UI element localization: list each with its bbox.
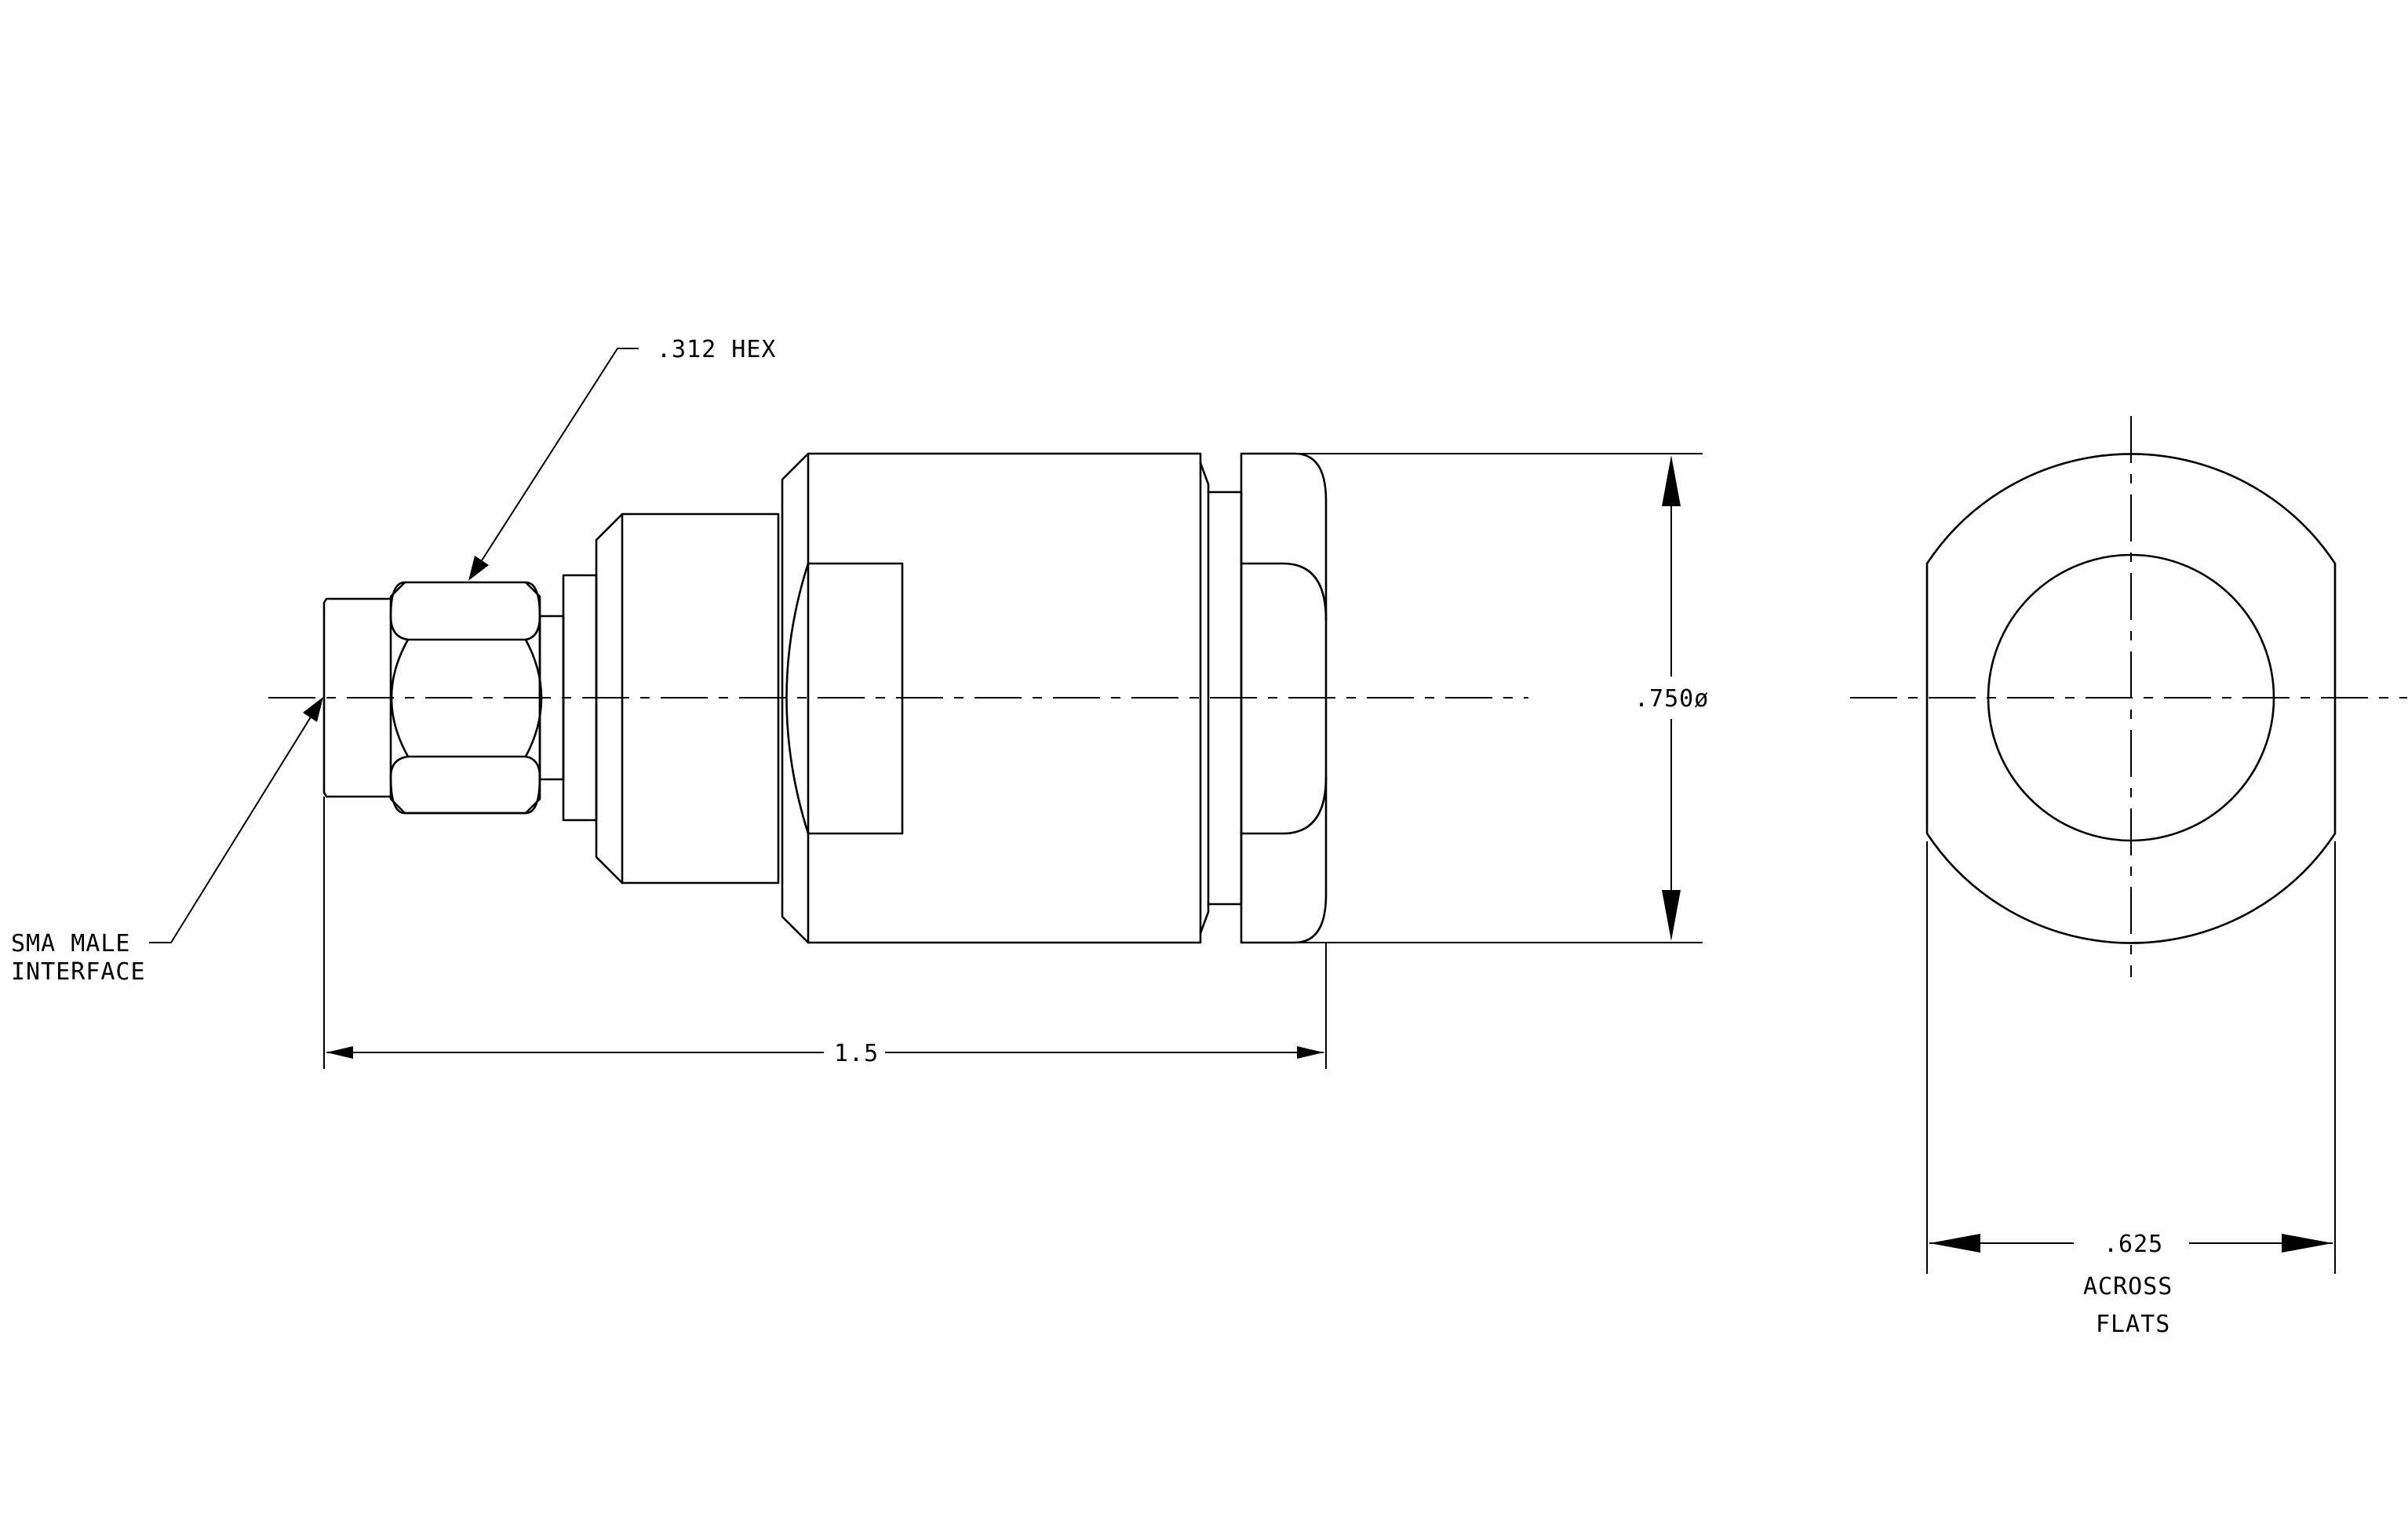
flats-value-label: .625	[2104, 1231, 2163, 1258]
length-label: 1.5	[834, 1040, 879, 1067]
interface-callout-line1: SMA MALE	[11, 930, 131, 957]
main-body	[781, 452, 1202, 944]
step-body	[595, 512, 780, 885]
sma-interface-sleeve	[322, 597, 391, 798]
end-view-inner-circle	[1987, 553, 2275, 842]
rear-nut	[1240, 452, 1328, 944]
hex-callout: .312 HEX	[468, 336, 777, 581]
end-view-outer-profile	[1925, 453, 2337, 944]
end-view: .625 ACROSS FLATS	[1850, 416, 2407, 1338]
interface-callout: SMA MALE INTERFACE	[11, 697, 323, 986]
hex-callout-label: .312 HEX	[657, 336, 777, 363]
side-view: .750ø 1.5 .312 HEX SMA MALE INTERFACE	[11, 336, 1709, 1069]
interface-callout-line2: INTERFACE	[11, 958, 146, 986]
length-dimension: 1.5	[326, 1040, 1324, 1067]
diameter-label: .750ø	[1634, 685, 1709, 713]
flats-dimension: .625 ACROSS FLATS	[1929, 1231, 2333, 1338]
flats-line1-label: ACROSS	[2083, 1273, 2173, 1300]
flats-line2-label: FLATS	[2096, 1311, 2170, 1338]
diameter-dimension: .750ø	[1634, 455, 1709, 941]
